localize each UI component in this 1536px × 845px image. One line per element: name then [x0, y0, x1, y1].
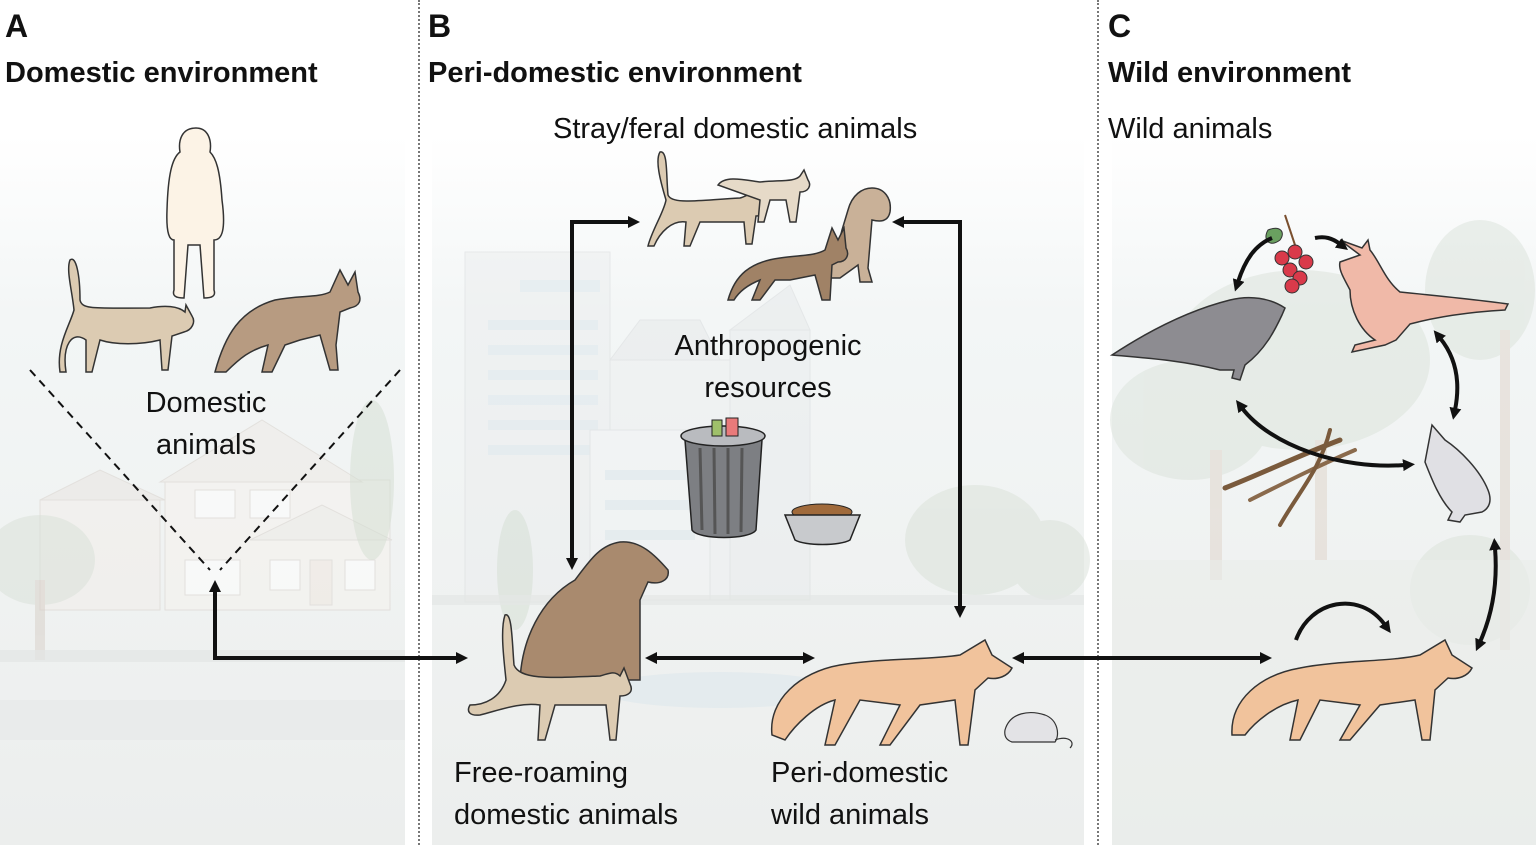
dog-icon: [214, 268, 361, 373]
panel-divider: [1097, 0, 1099, 845]
panel-b-title: Peri-domestic environment: [428, 57, 802, 89]
panel-c-letter: C: [1108, 8, 1132, 44]
focus-cone-lines: [29, 369, 401, 571]
anthropogenic-label-line1: Anthropogenic: [674, 330, 862, 362]
berries-icon: [1265, 214, 1314, 294]
cardinal-icon: [1338, 238, 1510, 354]
peri-domestic-wild-label-line1: Peri-domestic: [771, 757, 949, 789]
dog-icon: [727, 225, 849, 301]
dog-icon: [519, 541, 669, 681]
cat-icon: [467, 614, 632, 741]
anthropogenic-label-line2: resources: [704, 372, 832, 404]
domestic-animals-label: Domestic animals: [106, 382, 306, 466]
human-icon: [166, 127, 225, 299]
domestic-animals-label-line2: animals: [156, 429, 256, 461]
trash-can-icon: [680, 417, 766, 539]
cat-icon: [716, 168, 811, 223]
panel-a-title: Domestic environment: [5, 57, 318, 89]
food-bowl-icon: [783, 503, 862, 546]
peri-domestic-wild-label-line2: wild animals: [771, 799, 929, 831]
sparrow-icon: [1109, 296, 1286, 381]
fox-icon: [1231, 638, 1473, 741]
titmouse-icon: [1424, 423, 1491, 523]
free-roaming-label-line1: Free-roaming: [454, 757, 629, 789]
anthropogenic-resources-label: Anthropogenic resources: [638, 325, 898, 409]
cat-icon: [647, 151, 768, 247]
wild-animals-label: Wild animals: [1108, 113, 1273, 145]
interaction-arrows: [209, 216, 1502, 664]
fox-icon: [771, 638, 1013, 746]
panel-c-title: Wild environment: [1108, 57, 1352, 89]
free-roaming-label-line2: domestic animals: [454, 799, 679, 831]
panel-a-letter: A: [5, 8, 29, 44]
domestic-animals-label-line1: Domestic: [145, 387, 267, 419]
mouse-icon: [1004, 712, 1073, 749]
panel-divider: [418, 0, 420, 845]
stray-feral-label: Stray/feral domestic animals: [553, 113, 918, 145]
free-roaming-label: Free-roaming domestic animals: [454, 752, 678, 836]
tree-icon: [0, 400, 394, 660]
peri-domestic-wild-label: Peri-domestic wild animals: [771, 752, 948, 836]
cat-icon: [58, 258, 195, 373]
panel-b-letter: B: [428, 8, 452, 44]
